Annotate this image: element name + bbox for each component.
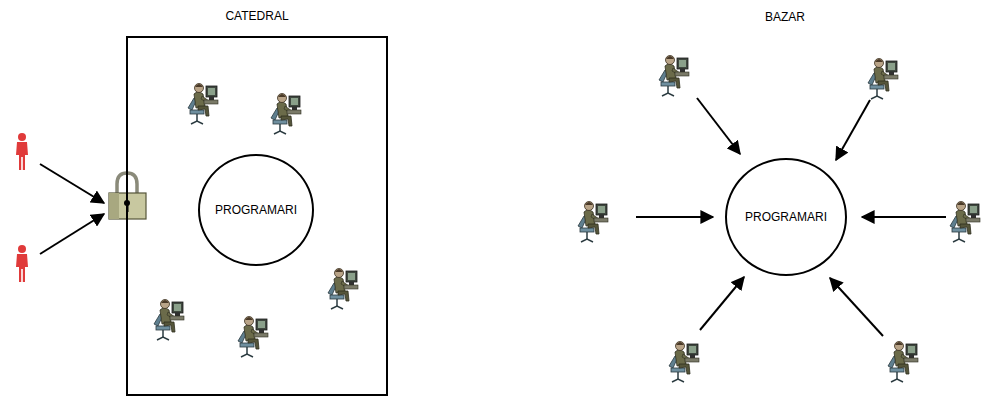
circle-label: PROGRAMARI: [215, 203, 297, 217]
cathedral-box: CATEDRALPROGRAMARI: [126, 36, 388, 396]
section-title: BAZAR: [765, 10, 805, 24]
software-circle: PROGRAMARI: [198, 154, 314, 266]
circle-label: PROGRAMARI: [745, 210, 827, 224]
box-heading: CATEDRAL: [128, 9, 386, 23]
software-circle: PROGRAMARI: [725, 158, 847, 276]
